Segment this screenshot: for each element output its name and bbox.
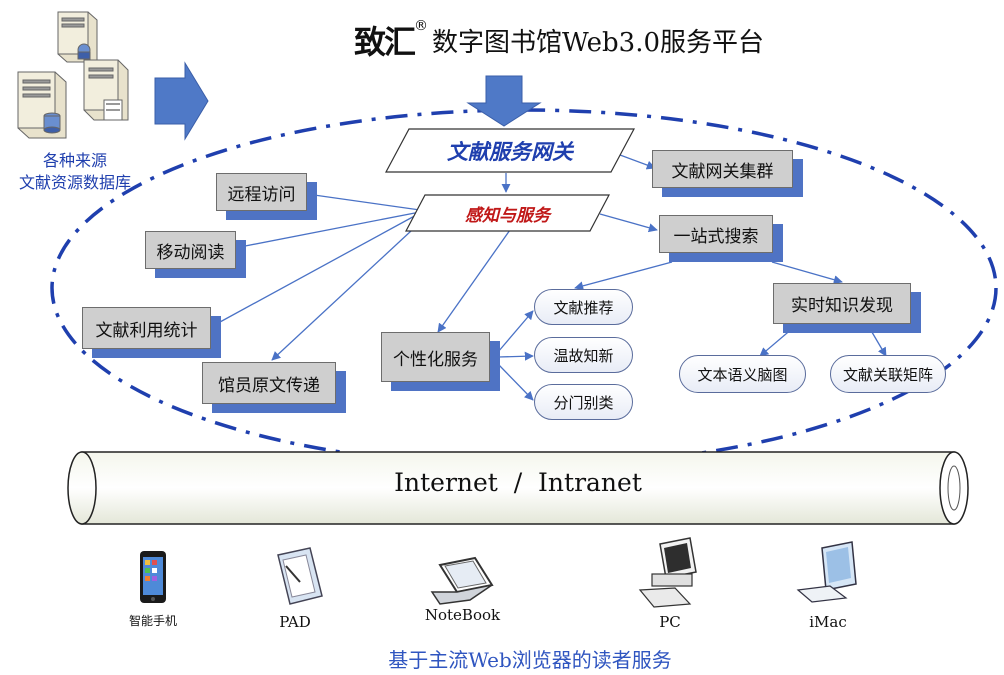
- personalized-service[interactable]: 个性化服务: [381, 332, 490, 382]
- sources-caption: 各种来源 文献资源数据库: [0, 150, 150, 194]
- header: 致汇 ® 数字图书馆Web3.0服务平台: [354, 18, 764, 62]
- pill-categorize[interactable]: 分门别类: [534, 384, 633, 420]
- perception-shape: [405, 194, 610, 232]
- footer-caption: 基于主流Web浏览器的读者服务: [388, 648, 672, 672]
- service-usage-statistics[interactable]: 文献利用统计: [82, 307, 211, 349]
- device-label-pc: PC: [659, 613, 681, 631]
- tablet-icon: [277, 547, 323, 605]
- title-down-arrow: [466, 75, 542, 127]
- notebook-icon: [430, 556, 494, 605]
- pill-review[interactable]: 温故知新: [534, 337, 633, 373]
- pill-relation-matrix[interactable]: 文献关联矩阵: [830, 355, 946, 393]
- device-label-imac: iMac: [809, 613, 847, 631]
- device-label-pad: PAD: [279, 613, 311, 631]
- service-librarian-delivery[interactable]: 馆员原文传递: [202, 362, 336, 404]
- brand-logo: 致汇: [354, 23, 416, 61]
- device-label-smartphone: 智能手机: [128, 614, 177, 628]
- sources-line-2: 文献资源数据库: [18, 173, 131, 192]
- database-server-icons: [17, 11, 129, 139]
- network-pipe: [67, 451, 969, 525]
- pill-semantic-mindmap[interactable]: 文本语义脑图: [679, 355, 806, 393]
- service-remote-access[interactable]: 远程访问: [216, 173, 307, 211]
- gateway-label: 文献服务网关: [447, 139, 573, 164]
- one-stop-search[interactable]: 一站式搜索: [659, 215, 773, 253]
- realtime-knowledge-discovery[interactable]: 实时知识发现: [773, 283, 911, 324]
- page-title: 数字图书馆Web3.0服务平台: [432, 27, 764, 58]
- gateway-shape: [385, 128, 635, 173]
- pill-recommend[interactable]: 文献推荐: [534, 289, 633, 325]
- registered-mark: ®: [414, 18, 429, 34]
- gateway-node: 文献服务网关: [385, 128, 635, 173]
- network-label: Internet / Intranet: [394, 468, 642, 497]
- gateway-cluster[interactable]: 文献网关集群: [652, 150, 793, 188]
- service-mobile-reading[interactable]: 移动阅读: [145, 231, 236, 269]
- perception-label: 感知与服务: [465, 205, 550, 226]
- device-label-notebook: NoteBook: [424, 606, 501, 624]
- sources-arrow: [154, 61, 209, 141]
- perception-node: 感知与服务: [405, 194, 610, 232]
- smartphone-icon: [140, 551, 166, 603]
- sources-line-1: 各种来源: [42, 151, 107, 170]
- pc-icon: [638, 537, 697, 608]
- imac-icon: [796, 541, 857, 603]
